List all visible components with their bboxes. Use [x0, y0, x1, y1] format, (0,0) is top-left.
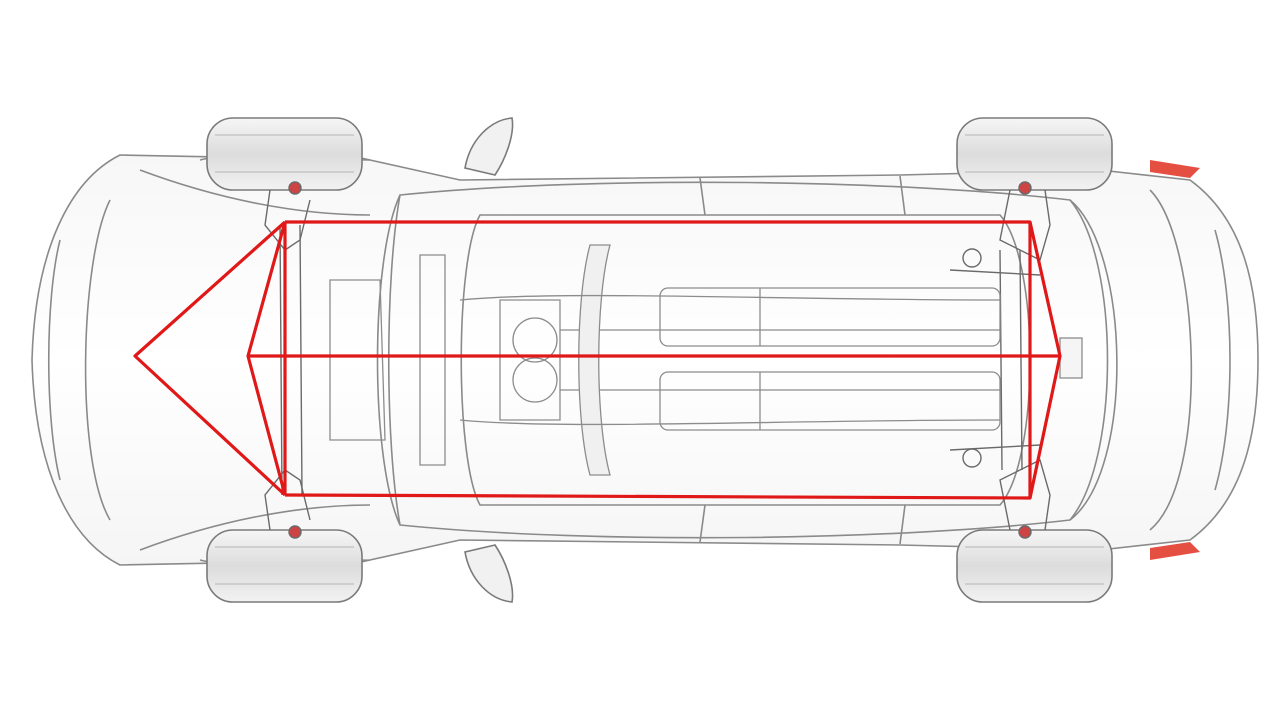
hood-crease-top — [139, 169, 371, 216]
tail-lights — [1150, 160, 1200, 560]
mirror-bottom — [464, 544, 514, 603]
front-hood-line — [84, 199, 111, 521]
windshield — [387, 194, 401, 526]
hub-rl — [1018, 181, 1032, 195]
rear-subframe — [999, 249, 1023, 471]
steering-rack — [419, 254, 446, 466]
battery-pack-top — [659, 287, 1001, 347]
front-grille-line — [47, 239, 61, 481]
rear-window — [1069, 199, 1118, 521]
wheel-front-right — [206, 529, 363, 603]
wheel-rear-left — [956, 117, 1113, 191]
mirror-top — [464, 117, 514, 176]
door-line-top-1 — [699, 177, 706, 216]
tail-light-bottom — [1150, 542, 1200, 560]
trunk-line — [1149, 189, 1193, 531]
front-intake — [329, 279, 386, 441]
exhaust-pipe-bottom — [459, 419, 1001, 426]
structural-frame — [133, 220, 1062, 500]
rear-bracket — [1059, 337, 1083, 379]
door-line-bottom-1 — [699, 504, 706, 543]
hub-fr — [288, 525, 302, 539]
front-subframe — [279, 224, 303, 496]
wheel-rear-right — [956, 529, 1113, 603]
front-motor — [499, 299, 561, 421]
tail-light-top — [1150, 160, 1200, 178]
wheels — [206, 117, 1113, 603]
mirrors — [464, 117, 514, 603]
motor-housing-2 — [512, 357, 558, 403]
drivetrain — [329, 244, 1083, 476]
rear-bumper-line — [1214, 229, 1231, 491]
door-line-top-2 — [899, 175, 906, 216]
rear-spring-top — [962, 248, 982, 268]
wheel-front-left — [206, 117, 363, 191]
center-tunnel — [560, 329, 1000, 391]
crossmember — [578, 244, 611, 476]
battery-pack-bottom — [659, 371, 1001, 431]
door-line-bottom-2 — [899, 504, 906, 545]
rear-axle-link — [949, 269, 1041, 451]
frame-nose-triangle — [133, 220, 287, 497]
hood-crease-bottom — [139, 504, 371, 551]
exhaust-pipe-top — [459, 294, 1001, 301]
motor-housing — [512, 317, 558, 363]
hub-fl — [288, 181, 302, 195]
hub-rr — [1018, 525, 1032, 539]
